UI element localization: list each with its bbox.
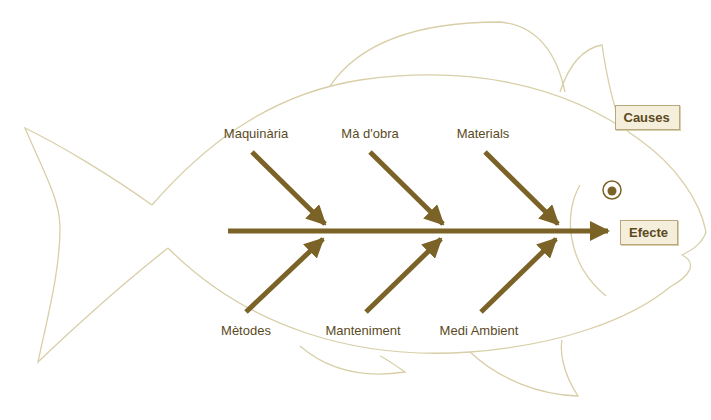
box-text: Efecte — [629, 225, 669, 240]
bone-arrow — [246, 239, 323, 312]
spine-arrow — [228, 229, 608, 234]
header-box: Causes — [615, 105, 680, 130]
label-text: Medi Ambient — [440, 323, 519, 338]
cause-category-label: Maquinària — [224, 124, 288, 142]
cause-category-label: Mà d'obra — [341, 124, 398, 142]
fish-eye — [603, 181, 621, 199]
label-text: Mètodes — [221, 323, 271, 338]
fish-outline — [25, 22, 706, 396]
box-text: Causes — [624, 110, 671, 125]
bone-arrow — [370, 152, 443, 224]
bone-arrow — [252, 152, 325, 224]
header-box: Efecte — [620, 220, 678, 245]
cause-category-label: Materials — [457, 124, 510, 142]
bone-arrow — [481, 239, 556, 312]
label-text: Mà d'obra — [341, 126, 398, 141]
label-text: Materials — [457, 126, 510, 141]
cause-category-label: Manteniment — [325, 321, 400, 339]
label-text: Maquinària — [224, 126, 288, 141]
cause-arrows — [228, 152, 608, 312]
cause-category-label: Medi Ambient — [440, 321, 519, 339]
bone-arrow — [485, 152, 558, 224]
label-text: Manteniment — [325, 323, 400, 338]
bone-arrow — [366, 239, 441, 312]
cause-category-label: Mètodes — [221, 321, 271, 339]
